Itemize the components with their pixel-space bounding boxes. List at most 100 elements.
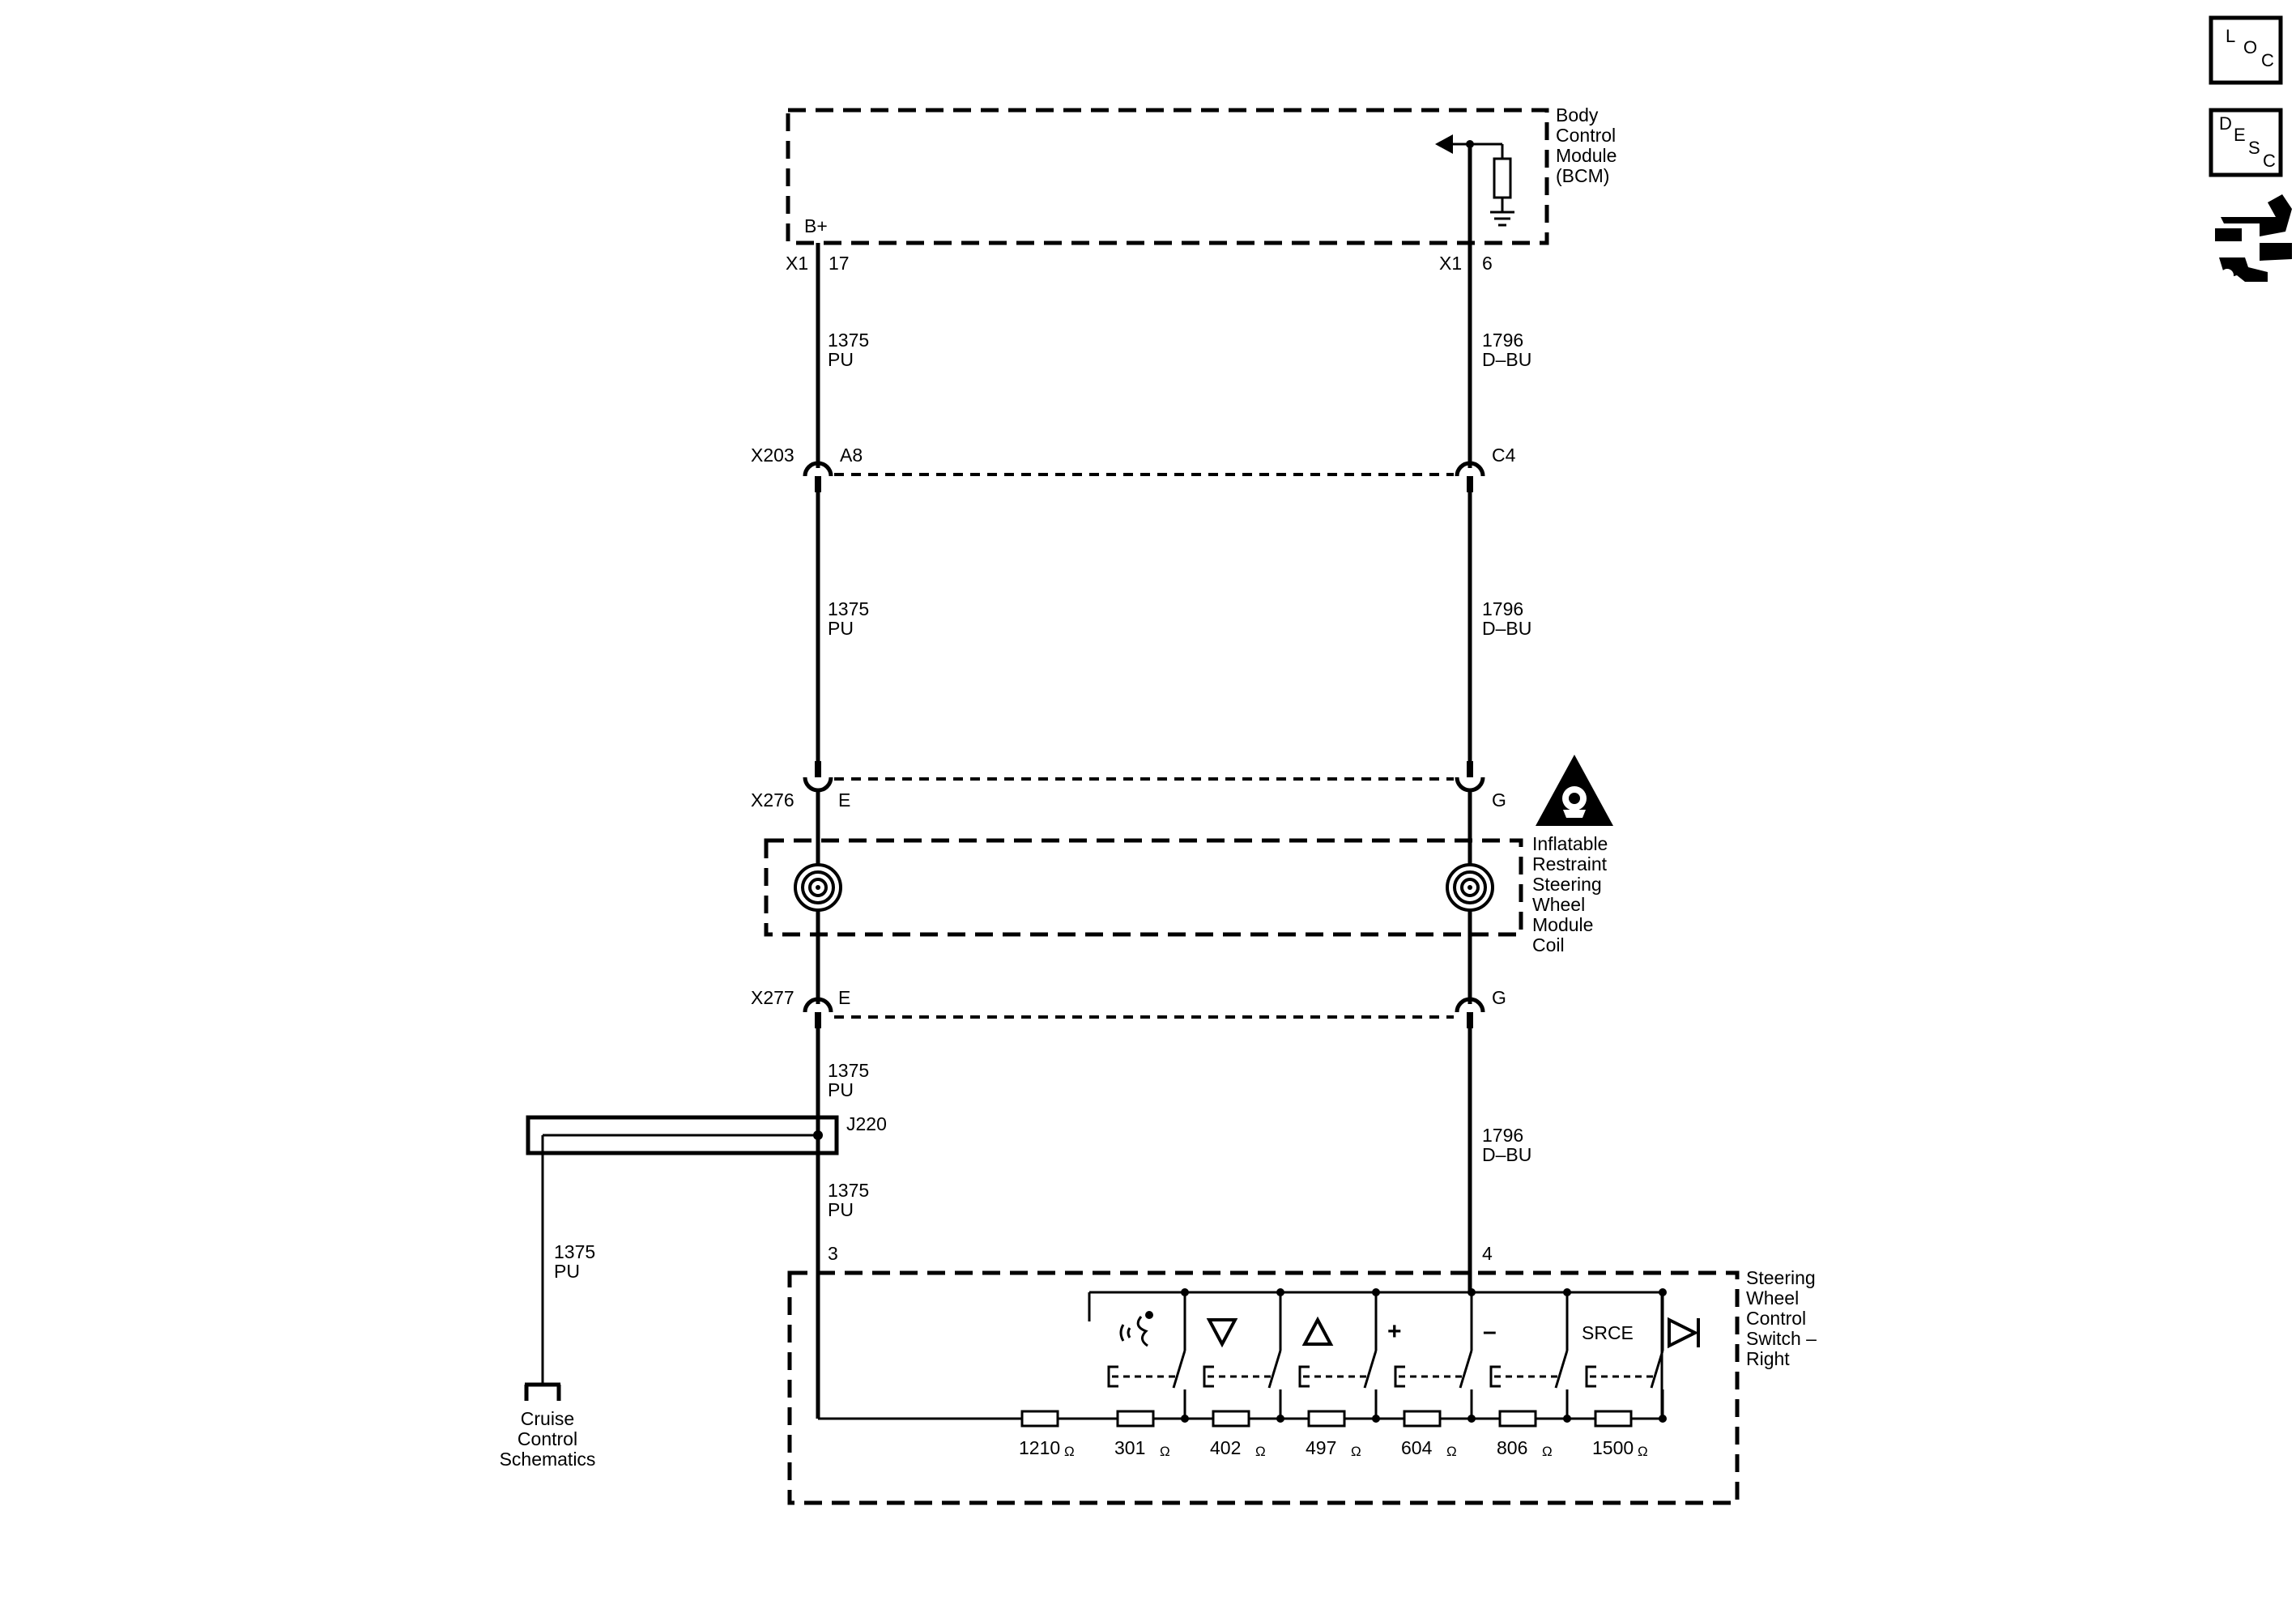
bcm-boundary: [786, 108, 1549, 245]
svg-text:Steering: Steering: [1532, 874, 1602, 895]
ohm-symbol: Ω: [1446, 1444, 1457, 1459]
svg-text:(BCM): (BCM): [1556, 165, 1609, 186]
wire-label-1375-d: 1375 PU: [828, 1180, 869, 1220]
bplus-label: B+: [804, 215, 828, 236]
svg-text:Right: Right: [1746, 1348, 1790, 1369]
svg-text:G: G: [1492, 987, 1506, 1008]
play-icon: [1668, 1317, 1700, 1349]
svg-text:Wheel: Wheel: [1746, 1287, 1799, 1308]
resistor-1500: 1500 Ω: [1592, 1410, 1648, 1459]
svg-text:Inflatable: Inflatable: [1532, 833, 1608, 854]
bcm-name: Body Control Module (BCM): [1556, 104, 1617, 186]
swc-button-srce[interactable]: SRCE: [1582, 1292, 1667, 1423]
resistor-value: 1210: [1019, 1437, 1060, 1458]
svg-text:1375: 1375: [828, 330, 869, 351]
svg-text:E: E: [838, 987, 850, 1008]
ohm-symbol: Ω: [1638, 1444, 1648, 1459]
wire-label-1375-c: 1375 PU: [828, 1060, 869, 1100]
swc-button-label: –: [1483, 1318, 1497, 1345]
svg-text:1796: 1796: [1482, 1125, 1523, 1146]
ohm-symbol: Ω: [1542, 1444, 1553, 1459]
switch-name: Steering Wheel Control Switch – Right: [1746, 1267, 1817, 1369]
swc-button-play[interactable]: [1668, 1317, 1700, 1349]
svg-text:J220: J220: [846, 1113, 887, 1134]
swc-button-minus[interactable]: –: [1483, 1292, 1571, 1423]
svg-text:D–BU: D–BU: [1482, 349, 1531, 370]
svg-text:Switch –: Switch –: [1746, 1328, 1817, 1349]
svg-text:A8: A8: [840, 445, 863, 466]
coil-boundary: [764, 838, 1523, 937]
svg-text:D–BU: D–BU: [1482, 1144, 1531, 1165]
loc-button[interactable]: L O C: [2209, 15, 2283, 85]
connector-x277[interactable]: X277 E G: [751, 987, 1506, 1028]
svg-text:S: S: [2248, 138, 2260, 158]
connector-x203[interactable]: X203 A8 C4: [751, 445, 1516, 492]
svg-text:D: D: [2219, 113, 2232, 134]
resistor-806: 806 Ω: [1497, 1410, 1553, 1459]
airbag-warning-icon[interactable]: [1536, 755, 1613, 826]
svg-text:Steering: Steering: [1746, 1267, 1816, 1288]
switch-boundary: [787, 1270, 1740, 1505]
cruise-control-link[interactable]: Cruise Control Schematics: [500, 1408, 596, 1470]
svg-text:1375: 1375: [828, 598, 869, 619]
svg-text:1375: 1375: [554, 1241, 595, 1262]
swc-button-voice-recognition[interactable]: [1107, 1292, 1189, 1423]
svg-text:1796: 1796: [1482, 598, 1523, 619]
connector-x276[interactable]: X276 E G: [751, 761, 1506, 811]
splice-j220[interactable]: J220: [526, 1113, 887, 1155]
resistor-604: 604 Ω: [1401, 1410, 1457, 1459]
wire-label-1796-b: 1796 D–BU: [1482, 598, 1531, 639]
svg-text:C: C: [2261, 50, 2274, 70]
svg-text:Control: Control: [518, 1428, 577, 1449]
svg-text:Control: Control: [1746, 1308, 1806, 1329]
bcm-pin6-conn: X1: [1439, 253, 1462, 274]
bcm-pin17-num: 17: [829, 253, 850, 274]
svg-text:Body: Body: [1556, 104, 1599, 126]
triangle-down-icon: [1206, 1318, 1238, 1348]
svg-text:1796: 1796: [1482, 330, 1523, 351]
desc-button[interactable]: D E S C: [2209, 108, 2283, 177]
svg-text:Wheel: Wheel: [1532, 894, 1585, 915]
svg-text:Coil: Coil: [1532, 934, 1565, 955]
svg-text:E: E: [838, 789, 850, 811]
svg-text:1375: 1375: [828, 1180, 869, 1201]
wire-label-1375-b: 1375 PU: [828, 598, 869, 639]
swc-button-label: SRCE: [1582, 1322, 1634, 1343]
svg-text:Schematics: Schematics: [500, 1449, 596, 1470]
swc-button-+[interactable]: +: [1387, 1292, 1476, 1423]
connector-end-view-icon[interactable]: [2215, 194, 2292, 282]
svg-text:Cruise: Cruise: [521, 1408, 574, 1429]
svg-text:Module: Module: [1532, 914, 1593, 935]
wire-label-cruise: 1375 PU: [554, 1241, 595, 1282]
svg-text:PU: PU: [828, 618, 854, 639]
ohm-symbol: Ω: [1255, 1444, 1266, 1459]
svg-text:G: G: [1492, 789, 1506, 811]
svg-text:C: C: [2263, 151, 2276, 171]
resistor-value: 497: [1306, 1437, 1336, 1458]
bcm-pin17-conn: X1: [786, 253, 808, 274]
switch-pin-4: 4: [1482, 1243, 1493, 1264]
bcm-pin6-num: 6: [1482, 253, 1493, 274]
svg-text:PU: PU: [828, 1199, 854, 1220]
svg-text:X276: X276: [751, 789, 794, 811]
resistor-value: 301: [1114, 1437, 1145, 1458]
svg-text:PU: PU: [828, 349, 854, 370]
svg-text:E: E: [2234, 125, 2246, 145]
bcm-output-arrow-icon: [1435, 134, 1470, 154]
resistor-value: 806: [1497, 1437, 1527, 1458]
triangle-up-icon: [1301, 1316, 1334, 1346]
voice-recognition-icon: [1119, 1311, 1153, 1347]
swc-button-triangle-down[interactable]: [1203, 1292, 1284, 1423]
svg-text:C4: C4: [1492, 445, 1516, 466]
swc-button-triangle-up[interactable]: [1298, 1292, 1380, 1423]
resistor-value: 1500: [1592, 1437, 1634, 1458]
svg-text:1375: 1375: [828, 1060, 869, 1081]
svg-text:D–BU: D–BU: [1482, 618, 1531, 639]
svg-text:X203: X203: [751, 445, 794, 466]
resistor-value: 604: [1401, 1437, 1433, 1458]
